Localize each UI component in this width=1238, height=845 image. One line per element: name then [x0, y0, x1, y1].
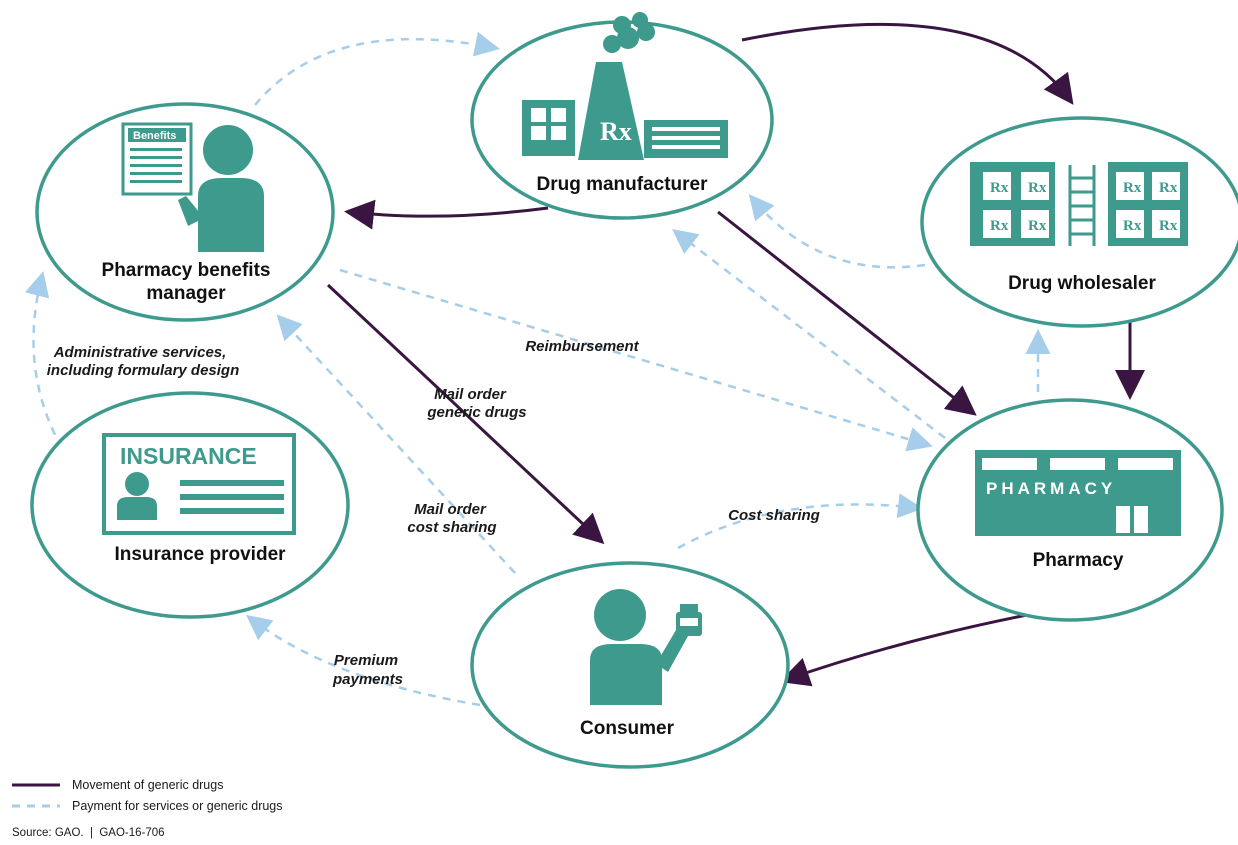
legend-solid-label: Movement of generic drugs	[72, 778, 223, 792]
svg-text:Rx: Rx	[1028, 218, 1047, 234]
consumer-person-icon	[590, 589, 702, 705]
svg-text:Rx: Rx	[1159, 180, 1178, 196]
wholesaler-label: Drug wholesaler	[1008, 273, 1156, 294]
pbm-label-line2: manager	[146, 283, 226, 304]
insurance-label: Insurance provider	[114, 544, 286, 565]
manufacturer-to-pharmacy-arrow	[717, 210, 977, 416]
svg-text:Rx: Rx	[1159, 218, 1178, 234]
premium-payments-label-line2: payments	[332, 671, 403, 688]
premium-payments-label-line1: Premium	[334, 652, 398, 669]
mail-order-generic-label-line1: Mail order	[434, 386, 507, 403]
payment-flows	[24, 31, 1051, 707]
reimbursement-arrow	[339, 268, 933, 452]
svg-text:Rx: Rx	[1028, 180, 1047, 196]
mail-order-cost-sharing-label-line1: Mail order	[414, 501, 487, 518]
admin-services-label-line2: including formulary design	[47, 362, 240, 379]
benefits-sheet-text: Benefits	[133, 130, 176, 142]
insurance-card-text: INSURANCE	[120, 443, 257, 469]
reimbursement-label: Reimbursement	[525, 338, 639, 355]
pbm-person-icon: Benefits	[121, 122, 264, 252]
consumer-label: Consumer	[580, 718, 675, 739]
pharmacy-to-manufacturer-payment-arrow	[672, 228, 946, 439]
pharmacy-storefront-icon: PHARMACY	[975, 450, 1181, 536]
svg-text:Rx: Rx	[1123, 180, 1142, 196]
pharmacy-sign-text: PHARMACY	[986, 479, 1116, 498]
manufacturer-to-pbm-arrow	[344, 199, 549, 230]
consumer-to-pharmacy-cost-sharing-arrow	[677, 493, 923, 550]
mail-order-cost-sharing-label-line2: cost sharing	[407, 519, 496, 536]
administrative-services-arrow	[24, 271, 64, 449]
svg-text:Rx: Rx	[990, 180, 1009, 196]
pharmacy-to-consumer-arrow	[779, 612, 1033, 687]
insurance-card-icon: INSURANCE	[102, 433, 296, 535]
wholesaler-to-manufacturer-payment-arrow	[748, 194, 926, 269]
pbm-to-consumer-mail-order-arrow	[326, 283, 605, 545]
pharmacy-label: Pharmacy	[1033, 550, 1124, 571]
pbm-to-manufacturer-payment-arrow	[254, 31, 500, 106]
manufacturer-to-wholesaler-arrow	[741, 22, 1074, 105]
cost-sharing-label: Cost sharing	[728, 507, 820, 524]
consumer-to-pbm-mail-cost-sharing-arrow	[276, 314, 516, 574]
svg-text:Rx: Rx	[1123, 218, 1142, 234]
drug-flows	[326, 22, 1145, 687]
source-note: Source: GAO. | GAO-16-706	[12, 827, 165, 839]
pbm-label-line1: Pharmacy benefits	[102, 260, 271, 281]
factory-rx-text: Rx	[600, 117, 632, 146]
premium-payments-arrow	[246, 614, 481, 707]
admin-services-label-line1: Administrative services,	[53, 344, 227, 361]
legend-dashed-label: Payment for services or generic drugs	[72, 799, 283, 813]
svg-text:Rx: Rx	[990, 218, 1009, 234]
wholesaler-node	[920, 116, 1238, 328]
manufacturer-label: Drug manufacturer	[536, 174, 708, 195]
mail-order-generic-label-line2: generic drugs	[426, 404, 526, 421]
legend: Movement of generic drugs Payment for se…	[12, 778, 283, 813]
factory-icon: Rx	[522, 12, 728, 160]
